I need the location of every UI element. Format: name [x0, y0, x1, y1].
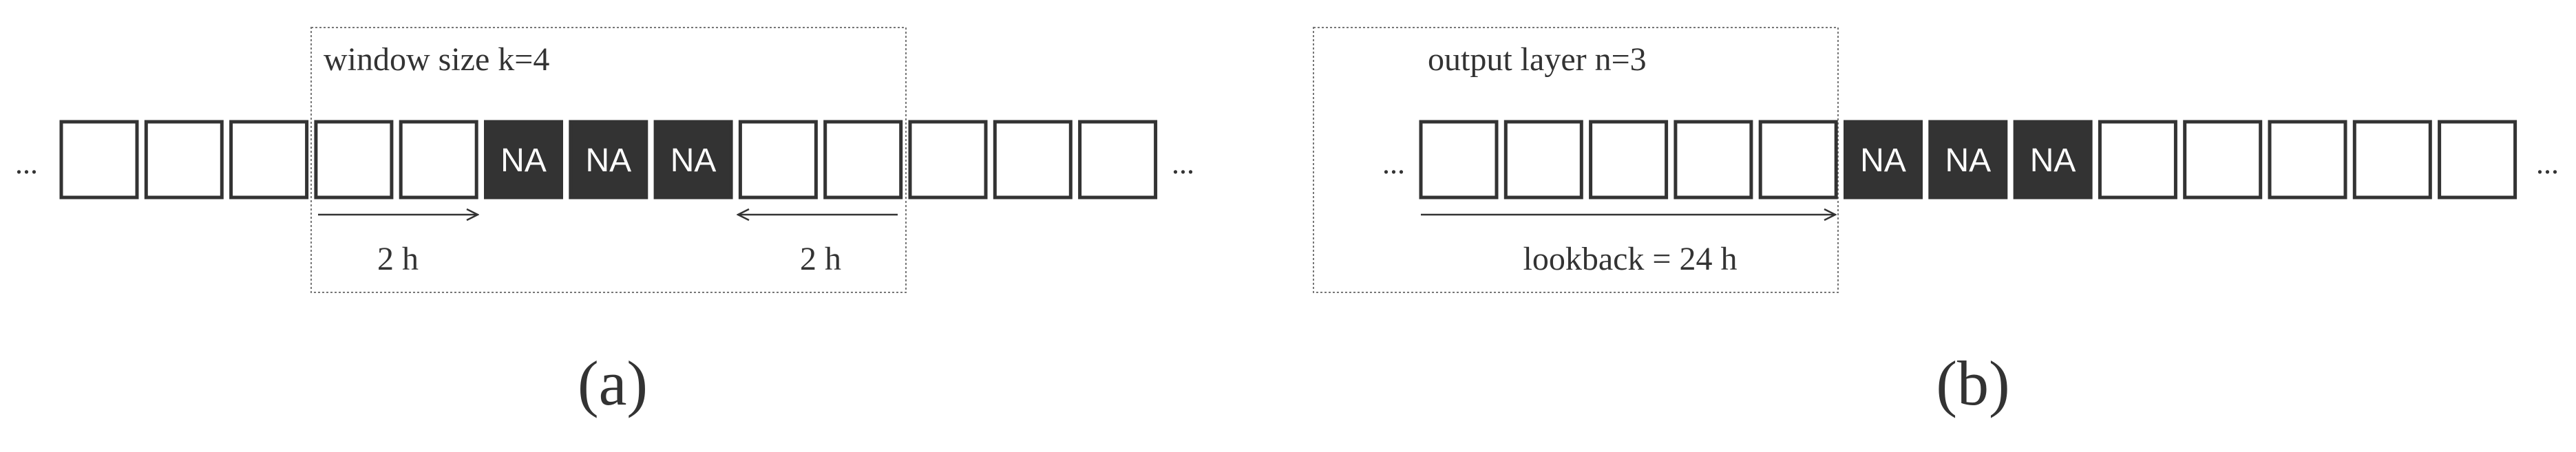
time-step-cell — [2098, 120, 2177, 200]
caption-a: (a) — [578, 348, 648, 418]
lookback-label: lookback = 24 h — [1523, 241, 1737, 277]
na-label: NA — [1945, 142, 1991, 179]
time-step-cell — [229, 120, 309, 200]
caption-b: (b) — [1936, 348, 2009, 418]
ellipsis-right: ... — [2536, 147, 2559, 180]
left-span-label: 2 h — [377, 241, 419, 277]
panel-a: window size k=4 ... NA NA NA ... 2 h 2 h (… — [15, 27, 1194, 418]
na-label: NA — [2030, 142, 2076, 179]
time-step-cell — [314, 120, 394, 200]
window-size-label: window size k=4 — [324, 41, 549, 78]
right-span-label: 2 h — [800, 241, 841, 277]
time-step-cell — [2438, 120, 2517, 200]
time-step-cell — [908, 120, 988, 200]
time-step-cell — [399, 120, 478, 200]
missing-cell — [484, 120, 563, 200]
ellipsis-left: ... — [15, 147, 38, 180]
time-step-cell — [1589, 120, 1669, 200]
time-step-cell — [2352, 120, 2432, 200]
ellipsis-right: ... — [1172, 147, 1194, 180]
time-step-cell — [1419, 120, 1499, 200]
time-step-cell — [1503, 120, 1583, 200]
na-label: NA — [585, 142, 631, 179]
ellipsis-left: ... — [1382, 147, 1405, 180]
na-label: NA — [671, 142, 717, 179]
panel-b: output layer n=3 ... NA NA NA ... lookback… — [1313, 27, 2559, 418]
missing-cell — [569, 120, 648, 200]
missing-cell — [1928, 120, 2008, 200]
time-step-cell — [1758, 120, 1838, 200]
time-step-cell — [823, 120, 903, 200]
time-step-cell — [2183, 120, 2263, 200]
na-label: NA — [500, 142, 547, 179]
sequence-b: NA NA NA — [1419, 120, 2517, 200]
time-step-cell — [1078, 120, 1158, 200]
time-step-cell — [144, 120, 224, 200]
output-box — [1313, 27, 1839, 293]
missing-cell — [2013, 120, 2093, 200]
time-step-cell — [993, 120, 1073, 200]
sequence-a: NA NA NA — [59, 120, 1158, 200]
time-step-cell — [738, 120, 818, 200]
missing-cell — [653, 120, 733, 200]
output-layer-label: output layer n=3 — [1428, 41, 1647, 78]
time-step-cell — [59, 120, 139, 200]
missing-cell — [1844, 120, 1923, 200]
time-step-cell — [1674, 120, 1753, 200]
na-label: NA — [1860, 142, 1906, 179]
window-box — [310, 27, 907, 293]
time-step-cell — [2268, 120, 2347, 200]
